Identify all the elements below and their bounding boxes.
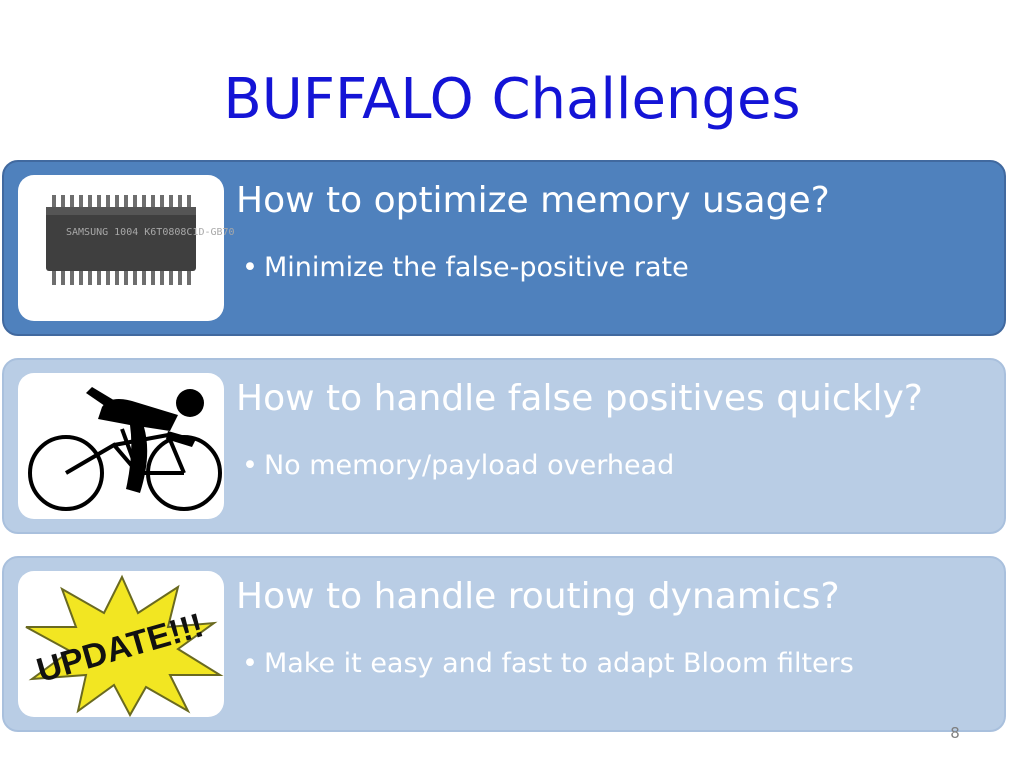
update-starburst-icon: UPDATE!!!	[25, 574, 224, 718]
bullet-icon: •	[242, 450, 258, 481]
chip-label: SAMSUNG 1004 K6T0808C1D-GB70	[66, 227, 235, 238]
card-bullet: •No memory/payload overhead	[242, 446, 982, 486]
bullet-text: Minimize the false-positive rate	[263, 252, 689, 283]
challenge-card-routing-dynamics: UPDATE!!! How to handle routing dynamics…	[2, 556, 1006, 732]
card-bullet: •Minimize the false-positive rate	[242, 248, 982, 288]
card-heading: How to optimize memory usage?	[236, 180, 830, 221]
slide-title: BUFFALO Challenges	[223, 67, 801, 132]
cyclist-icon	[28, 387, 222, 511]
card-heading: How to handle false positives quickly?	[236, 378, 923, 419]
challenge-card-memory: SAMSUNG 1004 K6T0808C1D-GB70 How to opti…	[2, 160, 1006, 336]
card-thumbnail	[18, 373, 224, 519]
card-heading: How to handle routing dynamics?	[236, 576, 840, 617]
card-thumbnail: UPDATE!!!	[18, 571, 224, 718]
bullet-text: No memory/payload overhead	[263, 450, 675, 481]
bullet-icon: •	[242, 648, 258, 679]
bullet-text: Make it easy and fast to adapt Bloom fil…	[263, 648, 854, 679]
bullet-icon: •	[242, 252, 258, 283]
card-thumbnail: SAMSUNG 1004 K6T0808C1D-GB70	[18, 175, 235, 321]
memory-chip-icon: SAMSUNG 1004 K6T0808C1D-GB70	[46, 195, 235, 285]
challenge-card-false-positives: How to handle false positives quickly? •…	[2, 358, 1006, 534]
card-bullet: •Make it easy and fast to adapt Bloom fi…	[242, 644, 982, 684]
page-number: 8	[950, 724, 960, 742]
